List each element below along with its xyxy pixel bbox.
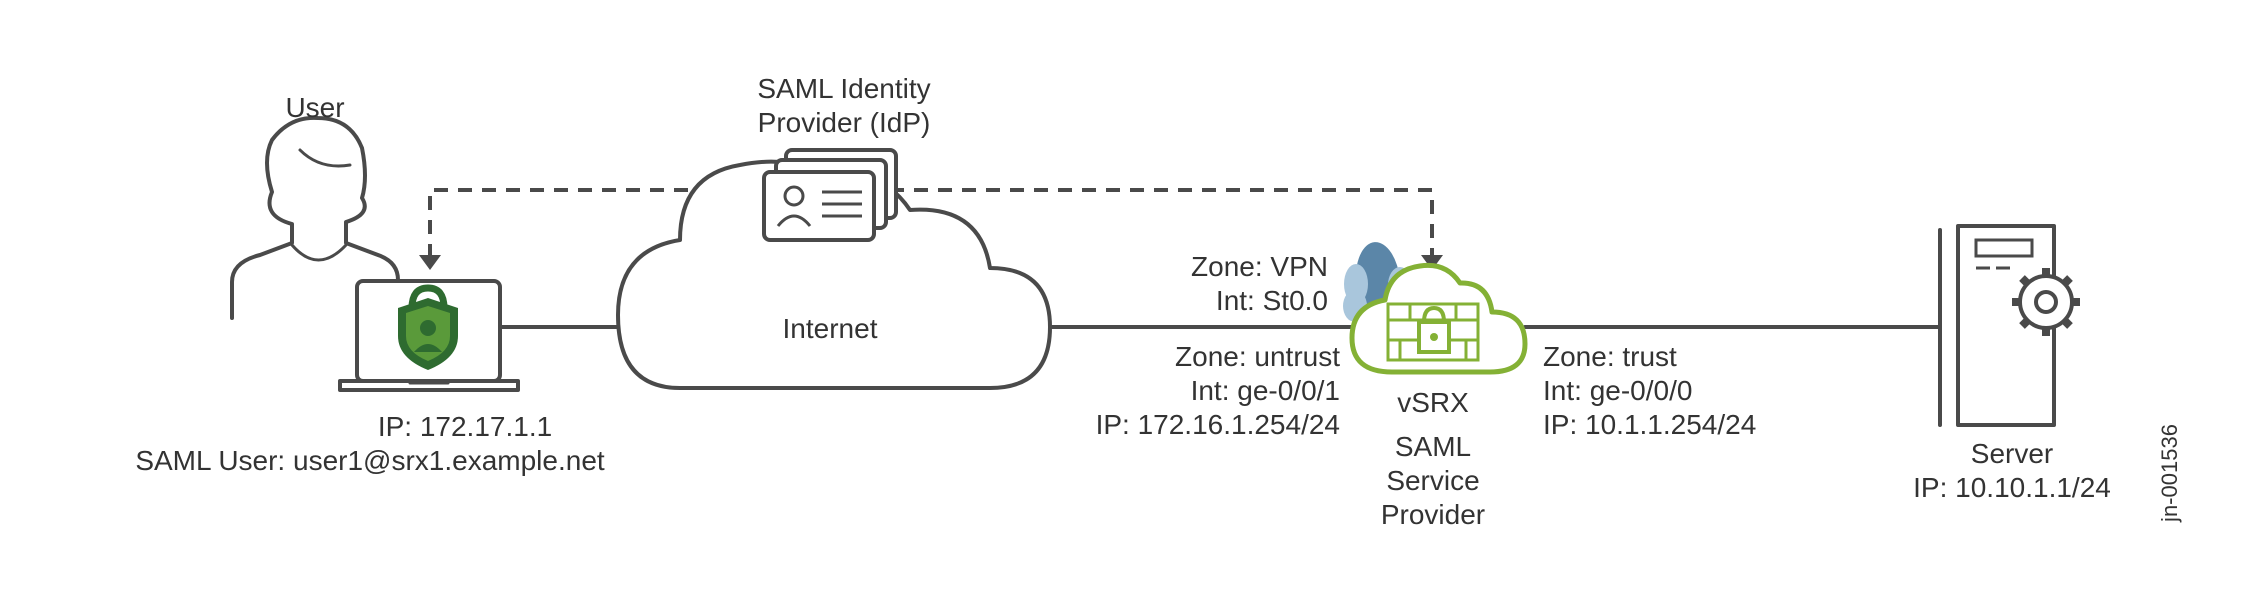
shield-lock-icon	[398, 284, 458, 370]
saml-redirect-arrow	[428, 188, 1434, 258]
user-person-icon	[230, 115, 400, 320]
saml-user: SAML User: user1@srx1.example.net	[135, 445, 605, 476]
untrust-ip: IP: 172.16.1.254/24	[1096, 409, 1340, 440]
vsrx-cloud-icon	[1349, 262, 1528, 375]
idp-card-icon	[762, 148, 898, 242]
idp-title-line1: SAML Identity	[757, 73, 930, 104]
server-ip: IP: 10.10.1.1/24	[1913, 472, 2111, 503]
vsrx-name: vSRX	[1397, 387, 1469, 418]
figure-id: jn-001536	[2157, 424, 2182, 523]
trust-ip: IP: 10.1.1.254/24	[1543, 409, 1756, 440]
untrust-interface: Int: ge-0/0/1	[1191, 375, 1340, 406]
vsrx-role-line1: SAML	[1395, 431, 1471, 462]
server-icon	[1938, 224, 2056, 427]
gear-icon	[2012, 268, 2080, 336]
server-title: Server	[1971, 438, 2053, 469]
trust-interface: Int: ge-0/0/0	[1543, 375, 1692, 406]
untrust-zone: Zone: untrust	[1175, 341, 1340, 372]
internet-label: Internet	[783, 313, 878, 344]
idp-title-line2: Provider (IdP)	[758, 107, 931, 138]
arrowhead-right-icon	[1421, 255, 1443, 270]
vsrx-role-line3: Provider	[1381, 499, 1485, 530]
user-title: User	[285, 92, 344, 123]
arrowhead-left-icon	[419, 255, 441, 270]
vpn-zone: Zone: VPN	[1191, 251, 1328, 282]
vsrx-role-line2: Service	[1386, 465, 1479, 496]
user-ip: IP: 172.17.1.1	[378, 411, 552, 442]
trust-zone: Zone: trust	[1543, 341, 1677, 372]
vpn-interface: Int: St0.0	[1216, 285, 1328, 316]
